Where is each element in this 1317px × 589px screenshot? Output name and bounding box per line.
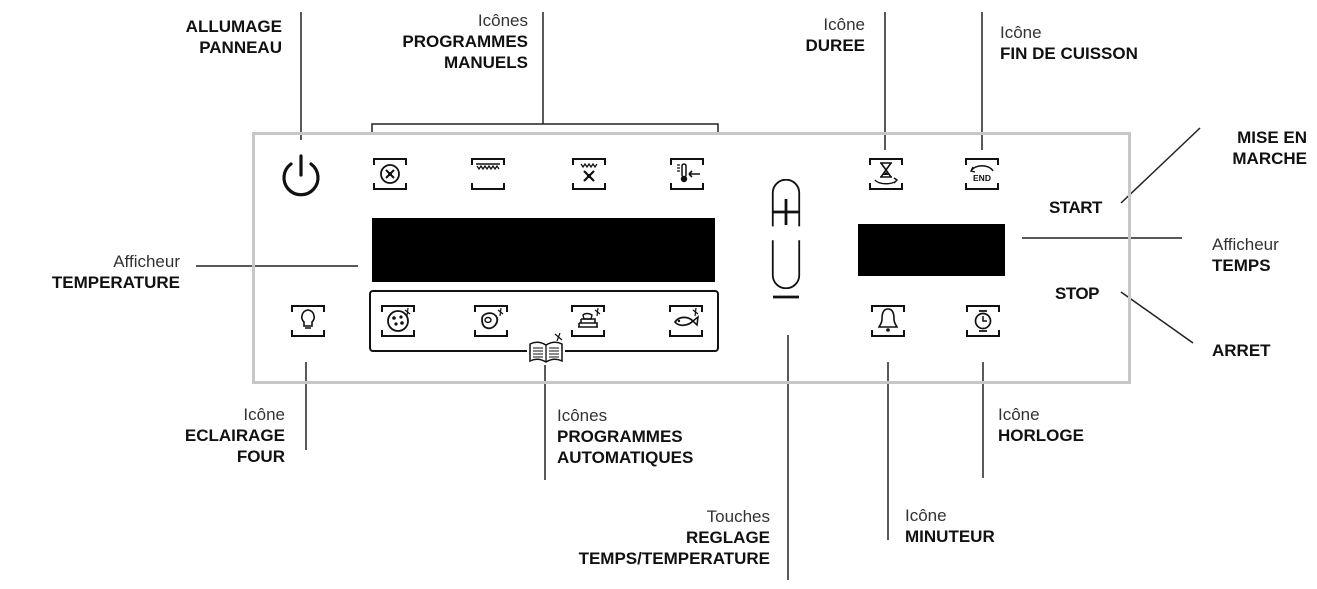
label-line: REGLAGE xyxy=(685,528,770,547)
label-afficheur-temps: Afficheur TEMPS xyxy=(1212,234,1279,276)
plus-button[interactable] xyxy=(770,196,802,228)
label-line: FIN DE CUISSON xyxy=(1000,44,1138,63)
label-line: TEMPS/TEMPERATURE xyxy=(578,549,770,568)
label-programmes-automatiques: Icônes PROGRAMMES AUTOMATIQUES xyxy=(557,405,693,468)
label-minuteur: Icône MINUTEUR xyxy=(905,505,995,547)
label-touches-reglage: Touches REGLAGE TEMPS/TEMPERATURE xyxy=(579,506,770,569)
power-icon xyxy=(282,154,320,197)
label-line: ALLUMAGE xyxy=(185,17,282,36)
grill-fan-button[interactable] xyxy=(572,158,606,190)
label-line: PANNEAU xyxy=(199,38,282,57)
label-afficheur-temperature: Afficheur TEMPERATURE xyxy=(52,251,180,293)
control-panel xyxy=(252,132,1131,384)
label-programmes-manuels: Icônes PROGRAMMES MANUELS xyxy=(402,10,528,73)
label-line: Touches xyxy=(706,507,770,526)
label-line: MINUTEUR xyxy=(905,527,995,546)
label-duree: Icône DUREE xyxy=(805,14,865,56)
minus-icon xyxy=(773,295,799,299)
label-eclairage-four: Icône ECLAIRAGE FOUR xyxy=(185,404,285,467)
top-heat-button[interactable] xyxy=(471,158,505,190)
label-arret: ARRET xyxy=(1212,340,1271,361)
adjust-keys xyxy=(764,179,808,289)
label-line: Afficheur xyxy=(113,252,180,271)
timer-button[interactable] xyxy=(871,305,905,337)
oven-light-button[interactable] xyxy=(291,305,325,337)
duration-button[interactable] xyxy=(869,158,903,190)
label-horloge: Icône HORLOGE xyxy=(998,404,1084,446)
label-line: Afficheur xyxy=(1212,235,1279,254)
cake-button[interactable] xyxy=(571,305,605,337)
bell-icon xyxy=(871,305,905,337)
label-line: MISE EN xyxy=(1237,128,1307,147)
label-line: HORLOGE xyxy=(998,426,1084,445)
label-line: MANUELS xyxy=(443,53,528,72)
label-line: FOUR xyxy=(236,447,285,466)
end-icon: END xyxy=(965,158,999,190)
clock-icon xyxy=(966,305,1000,337)
label-line: Icône xyxy=(243,405,285,424)
label-line: TEMPERATURE xyxy=(51,273,180,292)
grill-fan-icon xyxy=(572,158,606,190)
label-allumage-panneau: ALLUMAGE PANNEAU xyxy=(186,16,282,58)
label-line: Icône xyxy=(905,506,947,525)
recipe-book-indicator xyxy=(527,332,565,364)
cake-icon xyxy=(571,305,605,337)
label-line: TEMPS xyxy=(1212,256,1271,275)
label-line: Icône xyxy=(998,405,1040,424)
minus-button[interactable] xyxy=(770,281,802,313)
label-line: Icône xyxy=(1000,23,1042,42)
label-line: ECLAIRAGE xyxy=(184,426,285,445)
thermometer-probe-icon xyxy=(670,158,704,190)
fan-ring-icon xyxy=(373,158,407,190)
stop-button[interactable]: STOP xyxy=(1055,284,1099,303)
light-bulb-icon xyxy=(291,305,325,337)
label-mise-en-marche: MISE EN MARCHE xyxy=(1232,127,1307,169)
label-line: PROGRAMMES xyxy=(557,427,683,446)
label-fin-de-cuisson: Icône FIN DE CUISSON xyxy=(1000,22,1138,64)
label-line: Icônes xyxy=(477,11,528,30)
pizza-button[interactable] xyxy=(381,305,415,337)
probe-button[interactable] xyxy=(670,158,704,190)
temperature-display xyxy=(372,218,715,282)
start-button[interactable]: START xyxy=(1049,198,1102,217)
fan-ring-button[interactable] xyxy=(373,158,407,190)
end-icon-text: END xyxy=(973,173,991,183)
top-heat-icon xyxy=(471,158,505,190)
clock-button[interactable] xyxy=(966,305,1000,337)
plus-icon xyxy=(773,199,799,225)
meat-button[interactable] xyxy=(474,305,508,337)
label-line: PROGRAMMES xyxy=(402,32,528,51)
label-line: MARCHE xyxy=(1232,149,1307,168)
label-line: DUREE xyxy=(805,36,865,55)
end-cooking-button[interactable]: END xyxy=(965,158,999,190)
label-line: AUTOMATIQUES xyxy=(557,448,694,467)
adjust-keys-frame xyxy=(771,179,801,289)
time-display xyxy=(858,224,1005,276)
power-button[interactable] xyxy=(276,151,326,201)
meat-icon xyxy=(474,305,508,337)
label-line: Icône xyxy=(823,15,865,34)
recipe-book-icon xyxy=(529,332,563,363)
fish-icon xyxy=(669,305,703,337)
hourglass-icon xyxy=(869,158,903,190)
fish-button[interactable] xyxy=(669,305,703,337)
label-line: Icônes xyxy=(557,406,608,425)
label-line: ARRET xyxy=(1212,341,1271,360)
pizza-icon xyxy=(381,305,415,337)
